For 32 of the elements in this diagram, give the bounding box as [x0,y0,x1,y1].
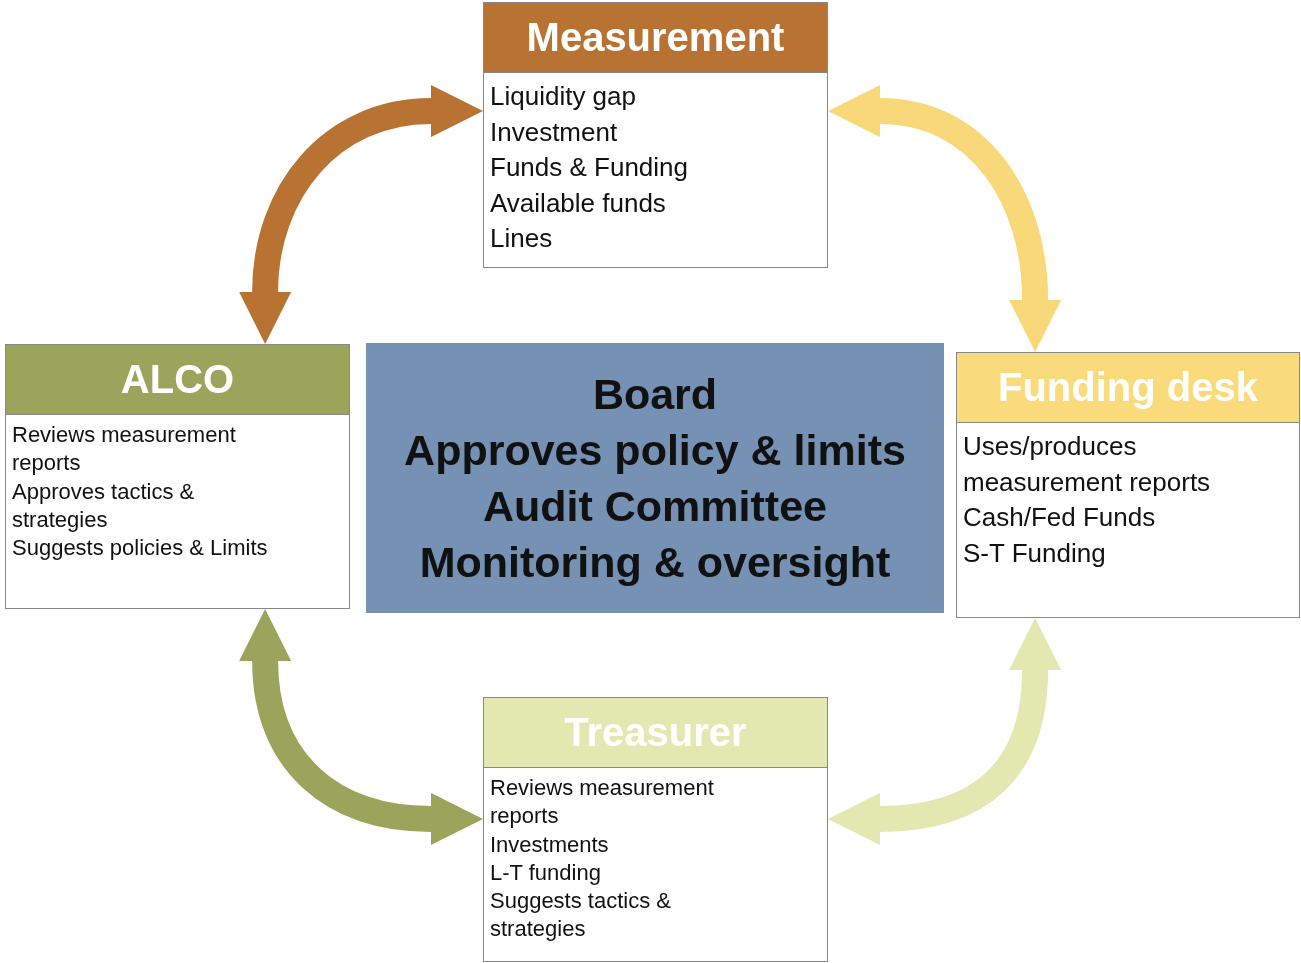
board-box [366,343,944,613]
board-text: Monitoring & oversight [419,537,891,588]
board-text: Audit Committee [483,481,827,532]
role-card [5,344,350,609]
double-arrow [239,609,483,845]
board-text: Approves policy & limits [404,425,906,476]
board-text: Board [592,369,718,420]
list-item: L-T funding [490,858,602,887]
list-item: Uses/produces measurement reports [963,430,1212,499]
list-item: Lines [490,222,554,255]
list-item: Suggests tactics & strategies [490,887,672,944]
list-item: Investments [490,830,610,859]
list-item: Suggests policies & Limits [12,534,269,563]
list-item: Investment [490,115,619,149]
role-card [483,2,828,268]
card-title: ALCO [120,357,235,402]
card-title: Treasurer [564,710,747,755]
double-arrow [828,618,1062,845]
list-item: Available funds [490,186,667,220]
list-item: Reviews measurement reports [12,421,237,478]
card-title: Funding desk [998,365,1258,410]
list-item: Liquidity gap [490,80,637,113]
role-card [483,697,828,962]
card-title: Measurement [526,15,785,60]
role-card [956,352,1300,618]
list-item: Reviews measurement reports [490,774,715,831]
list-item: Funds & Funding [490,151,689,184]
list-item: S-T Funding [963,536,1107,570]
list-item: Approves tactics & strategies [12,477,196,534]
list-item: Cash/Fed Funds [963,501,1157,534]
double-arrow [828,85,1062,352]
double-arrow [239,85,483,344]
